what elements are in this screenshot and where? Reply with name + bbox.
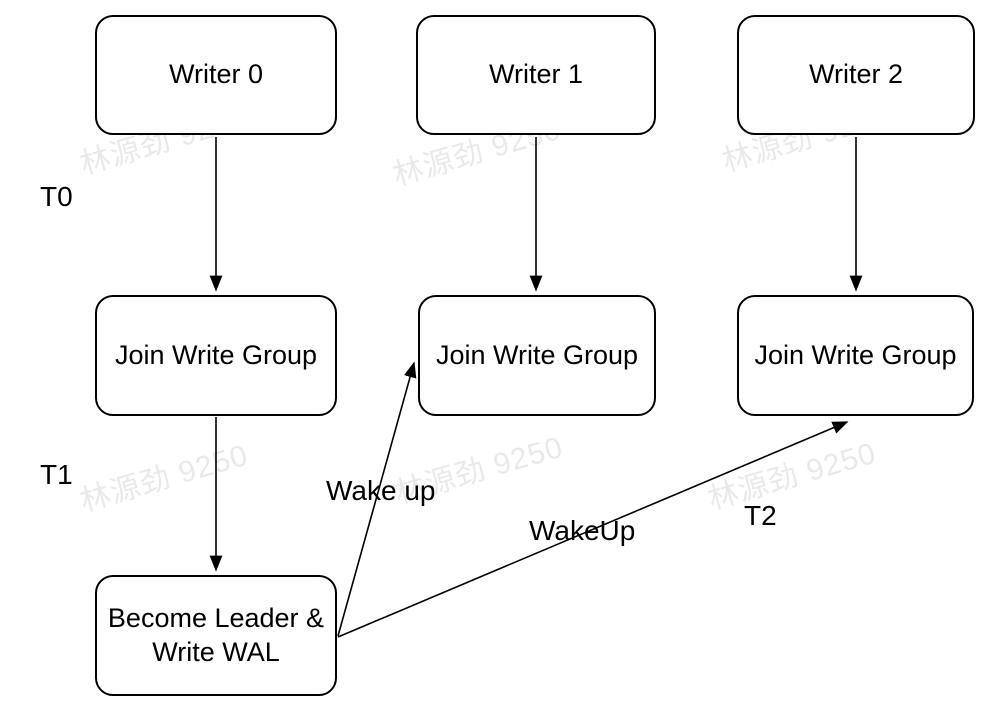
node-join-write-group-1: Join Write Group bbox=[418, 295, 656, 416]
time-label-t1: T1 bbox=[40, 459, 73, 490]
node-writer-2: Writer 2 bbox=[737, 15, 975, 135]
node-join-write-group-0: Join Write Group bbox=[95, 295, 337, 416]
arrow-leader-wakeup-join1 bbox=[337, 361, 417, 637]
node-join-write-group-2: Join Write Group bbox=[737, 295, 974, 416]
arrow-leader-wakeup-join2 bbox=[337, 421, 849, 638]
node-writer-0: Writer 0 bbox=[95, 15, 337, 135]
node-label-line1: Become Leader & bbox=[107, 602, 325, 633]
edge-label-wake-up: Wake up bbox=[326, 475, 436, 506]
edge-label-wakeup: WakeUp bbox=[529, 515, 636, 546]
time-label-t2: T2 bbox=[744, 500, 777, 531]
node-label: Join Write Group bbox=[435, 339, 639, 370]
node-label: Writer 2 bbox=[808, 59, 903, 90]
node-become-leader: Become Leader & Write WAL bbox=[95, 575, 337, 696]
node-label: Join Write Group bbox=[114, 339, 318, 370]
node-label: Writer 0 bbox=[168, 59, 263, 90]
node-label: Writer 1 bbox=[488, 59, 583, 90]
node-writer-1: Writer 1 bbox=[416, 15, 656, 135]
node-label-line2: Write WAL bbox=[152, 636, 280, 667]
node-label: Join Write Group bbox=[754, 339, 957, 370]
time-label-t0: T0 bbox=[40, 181, 73, 212]
